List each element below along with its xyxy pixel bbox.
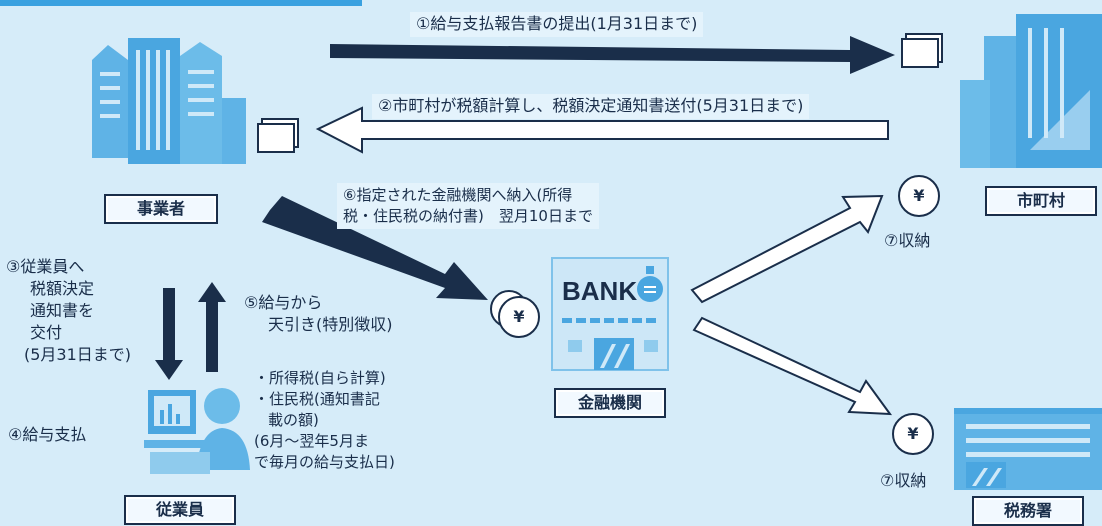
arrow-5-withholding [198,282,226,372]
step-5-detail-line-5: で毎月の給与支払日) [254,453,395,471]
label-tax-office: 税務署 [972,496,1084,526]
top-accent-bar [0,0,362,6]
step-4-salary-payment: ④給与支払 [8,425,87,444]
step-7-receipt-municipality: ⑦収納 [884,231,931,250]
step-7-receipt-tax-office: ⑦収納 [880,471,927,490]
arrow-7-to-municipality [690,194,884,304]
step-3-notice-to-employee: ③従業員へ 税額決定 通知書を 交付 (5月31日まで) [6,256,131,366]
step-5-withholding-detail: ・所得税(自ら計算) ・住民税(通知書記 載の額) (6月～翌年5月ま で毎月の… [254,368,395,473]
label-employer: 事業者 [104,194,218,224]
label-employee: 従業員 [124,495,236,525]
tax-office-building-icon [954,408,1102,490]
employer-buildings-icon [92,38,246,164]
step-3-line-3: 通知書を [30,301,95,320]
employee-worker-icon [144,388,250,474]
yen-coin-icon-municipality: ¥ [898,175,940,217]
step-3-line-2: 税額決定 [30,279,95,298]
label-financial-institution: 金融機関 [554,388,666,418]
step-5-detail-line-3: 載の額) [268,411,319,429]
arrow-2-tax-notice [315,106,889,154]
step-3-line-4: 交付 [30,323,63,342]
step-6-line-2: 税・住民税の納付書) 翌月10日まで [343,207,593,225]
step-5-title-line-2: 天引き(特別徴収) [268,315,393,334]
label-municipality: 市町村 [985,186,1097,216]
step-3-line-1: ③従業員へ [6,257,85,276]
bank-building-icon: BANK [551,257,669,371]
step-5-withholding-title: ⑤給与から 天引き(特別徴収) [244,292,393,336]
step-6-payment-to-bank: ⑥指定された金融機関へ納入(所得 税・住民税の納付書) 翌月10日まで [337,183,599,229]
step-5-detail-line-1: ・所得税(自ら計算) [254,369,386,387]
step-2-tax-calculation: ②市町村が税額計算し、税額決定通知書送付(5月31日まで) [372,94,810,119]
yen-coin-icon-bank: ¥ [498,296,540,338]
arrow-7-to-tax-office [692,316,893,416]
arrow-1-submit-report [330,36,895,74]
step-3-line-5: (5月31日まで) [24,345,132,364]
arrow-6-payment-to-bank [262,196,488,300]
municipality-building-icon [960,14,1102,168]
step-5-detail-line-2: ・住民税(通知書記 [254,390,380,408]
step-5-title-line-1: ⑤給与から [244,293,323,312]
step-1-report-submission: ①給与支払報告書の提出(1月31日まで) [410,12,704,37]
yen-coin-icon-tax-office: ¥ [892,413,934,455]
document-stack-icon-left [257,118,299,153]
step-5-detail-line-4: (6月～翌年5月ま [254,432,369,450]
document-stack-icon-right [901,33,943,68]
step-6-line-1: ⑥指定された金融機関へ納入(所得 [343,186,573,204]
arrow-3-notice-to-employee [155,288,183,380]
bank-sign-text: BANK [562,276,637,306]
